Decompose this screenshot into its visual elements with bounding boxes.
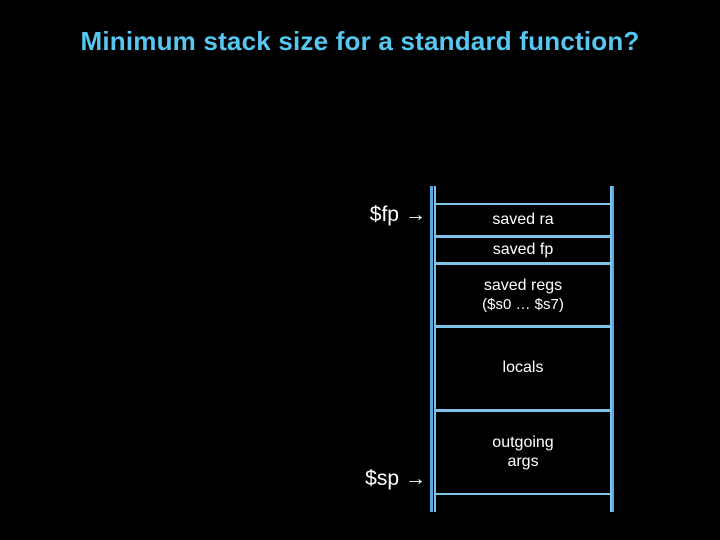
stack-cell-label: saved fp [492, 240, 554, 258]
page-title: Minimum stack size for a standard functi… [80, 26, 640, 56]
stack-pointer-label: $sp → [300, 467, 426, 491]
stack-cell-sublabel: args [507, 452, 539, 470]
frame-pointer-register: $fp [369, 203, 399, 226]
stack-cell-label: locals [502, 359, 544, 377]
stack-cell-label: saved ra [492, 210, 554, 228]
stack-frame-diagram: saved ra saved fp saved regs ($s0 … $s7)… [430, 186, 614, 512]
stack-cell-label: outgoing [492, 433, 554, 451]
stack-cell-saved-regs: saved regs ($s0 … $s7) [434, 263, 612, 327]
stack-cell-outgoing-args: outgoing args [434, 410, 612, 495]
stack-cell-bottom-gap [434, 494, 612, 512]
stack-cell-column: saved ra saved fp saved regs ($s0 … $s7)… [434, 186, 612, 512]
stack-pointer-register: $sp [365, 467, 399, 490]
frame-pointer-label: $fp → [300, 203, 426, 227]
stack-cell-saved-ra: saved ra [434, 203, 612, 237]
stack-cell-top-gap [434, 186, 612, 204]
stack-cell-locals: locals [434, 326, 612, 411]
stack-left-rail [430, 186, 433, 512]
stack-cell-sublabel: ($s0 … $s7) [482, 295, 564, 313]
arrow-right-icon: → [405, 467, 426, 490]
stack-cell-saved-fp: saved fp [434, 236, 612, 264]
stack-right-rail [611, 186, 614, 512]
stack-cell-label: saved regs [483, 276, 563, 294]
arrow-right-icon: → [405, 203, 426, 226]
